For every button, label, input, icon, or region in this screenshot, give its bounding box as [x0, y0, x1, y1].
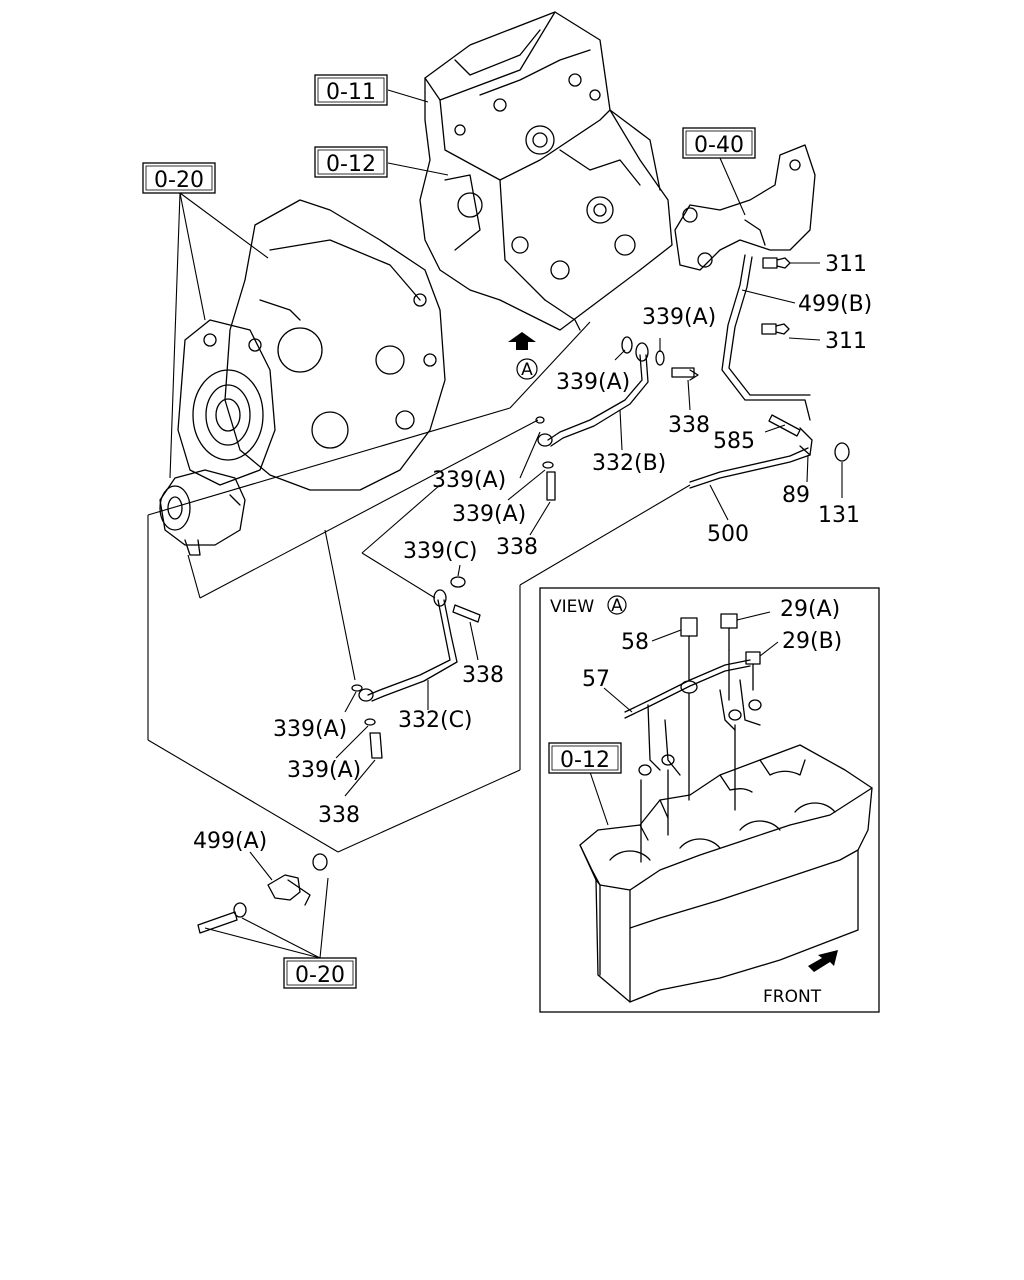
ref-box-0-20-top: 0-20	[142, 162, 216, 194]
front-label: FRONT	[763, 987, 822, 1007]
part-label-499a: 499(A)	[193, 829, 267, 854]
ref-box-0-20-bottom: 0-20	[283, 957, 357, 989]
ref-label-0-12: 0-12	[326, 152, 376, 177]
part-label-339a-lower-upper: 339(A)	[273, 717, 347, 742]
part-label-339a-mid-lower: 339(A)	[452, 502, 526, 527]
view-part-label-29a: 29(A)	[780, 597, 840, 622]
hardware-drawing	[197, 257, 850, 934]
part-label-89: 89	[782, 483, 810, 508]
ref-box-0-12: 0-12	[314, 146, 388, 178]
view-title-marker-circle	[607, 595, 627, 615]
view-part-label-58: 58	[621, 630, 649, 655]
part-label-339a-mid-upper: 339(A)	[432, 468, 506, 493]
vacuum-pump-drawing	[159, 469, 246, 556]
part-label-339c: 339(C)	[403, 539, 478, 564]
part-label-499b: 499(B)	[798, 292, 872, 317]
ref-label-0-20-bottom: 0-20	[295, 963, 345, 988]
ref-label-0-40: 0-40	[694, 133, 744, 158]
ref-box-0-12-view: 0-12	[548, 742, 622, 774]
part-label-338-mid: 338	[496, 535, 538, 560]
view-cylinder-block-drawing	[579, 744, 873, 1003]
part-label-339a-upper-left: 339(A)	[556, 370, 630, 395]
view-part-label-29b: 29(B)	[782, 629, 842, 654]
part-label-311-lower: 311	[825, 329, 867, 354]
part-label-332b: 332(B)	[592, 451, 666, 476]
part-label-332c: 332(C)	[398, 708, 473, 733]
pipe-332c-drawing	[358, 589, 458, 702]
part-label-500: 500	[707, 522, 749, 547]
front-pump-drawing	[177, 319, 276, 486]
ref-box-0-40: 0-40	[682, 127, 756, 159]
part-label-311-upper: 311	[825, 252, 867, 277]
pipe-332b-drawing	[537, 342, 649, 447]
view-a-marker: A	[521, 360, 533, 380]
mount-bracket-drawing	[674, 144, 816, 271]
timing-cover-drawing	[224, 199, 446, 491]
front-arrow-icon	[808, 950, 838, 972]
view-part-label-57: 57	[582, 667, 610, 692]
part-label-338-near-332c: 338	[462, 663, 504, 688]
view-a-inset	[539, 587, 880, 1013]
view-leader-lines	[589, 611, 779, 826]
part-label-338-lower: 338	[318, 803, 360, 828]
part-label-339a-lower-lower: 339(A)	[287, 758, 361, 783]
ref-box-0-11: 0-11	[314, 74, 388, 106]
ref-label-0-20-top: 0-20	[154, 168, 204, 193]
part-label-131: 131	[818, 503, 860, 528]
view-title: VIEW	[550, 597, 594, 617]
pipe-500-drawing	[689, 447, 811, 489]
view-oil-jets-drawing	[624, 613, 762, 863]
part-label-339a-upper-right: 339(A)	[642, 305, 716, 330]
leader-lines	[147, 89, 843, 959]
pipe-499b-drawing	[721, 254, 811, 421]
ref-label-0-12-view: 0-12	[560, 748, 610, 773]
engine-block-drawing	[419, 11, 673, 331]
ref-label-0-11: 0-11	[326, 80, 376, 105]
part-label-338-upper: 338	[668, 413, 710, 438]
part-label-585: 585	[713, 429, 755, 454]
view-title-marker: A	[611, 596, 623, 616]
pipe-499a-drawing	[267, 874, 311, 906]
view-a-arrow	[508, 332, 538, 380]
